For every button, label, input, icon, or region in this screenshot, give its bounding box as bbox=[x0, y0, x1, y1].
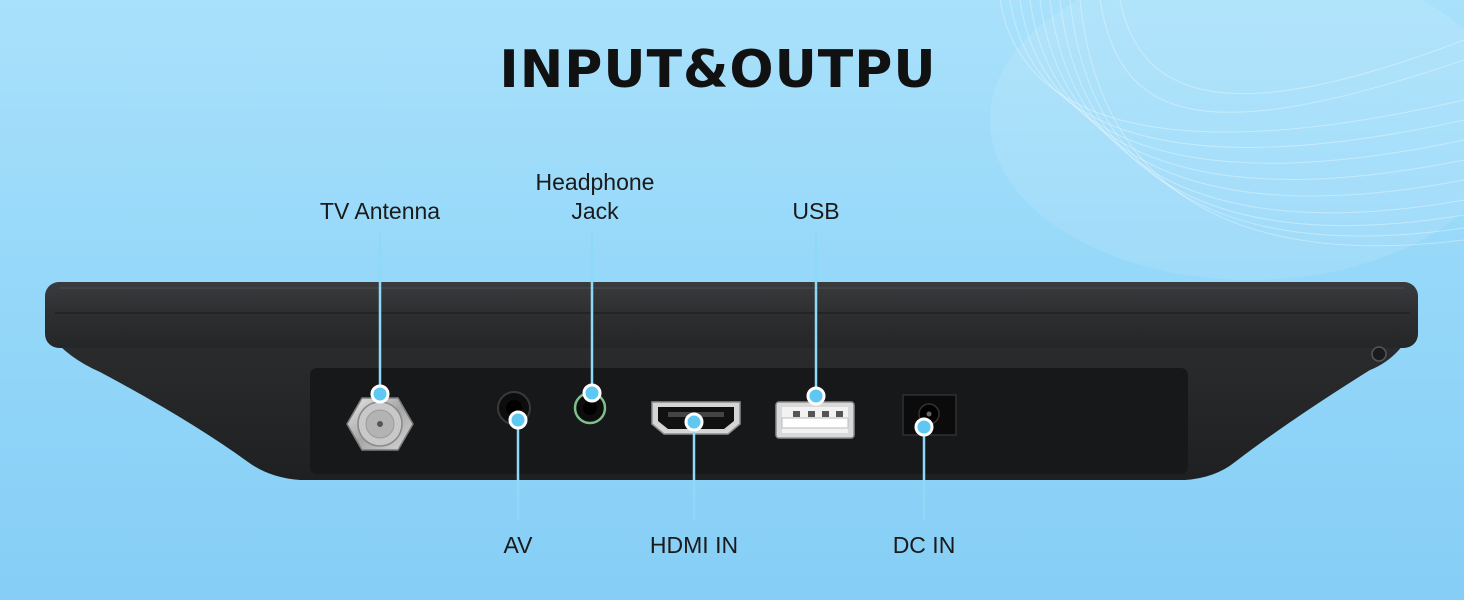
page-title: INPUT&OUTPU bbox=[499, 40, 937, 100]
callout-dots bbox=[370, 383, 934, 437]
callout-lines bbox=[378, 232, 926, 520]
usb-port-icon bbox=[775, 401, 855, 439]
label-headphone-jack: Headphone Jack bbox=[536, 168, 655, 226]
label-headphone-line1: Headphone bbox=[535, 169, 655, 195]
screw-icon bbox=[1371, 346, 1387, 362]
coax-antenna-connector-icon bbox=[346, 397, 414, 451]
label-hdmi-in: HDMI IN bbox=[649, 532, 739, 558]
port-panel bbox=[310, 368, 1188, 474]
label-usb: USB bbox=[792, 198, 840, 224]
device-lid bbox=[45, 282, 1418, 348]
label-dc-in: DC IN bbox=[892, 532, 956, 558]
label-av: AV bbox=[503, 532, 533, 558]
label-tv-antenna: TV Antenna bbox=[319, 198, 441, 224]
label-headphone-line2: Jack bbox=[571, 198, 619, 224]
